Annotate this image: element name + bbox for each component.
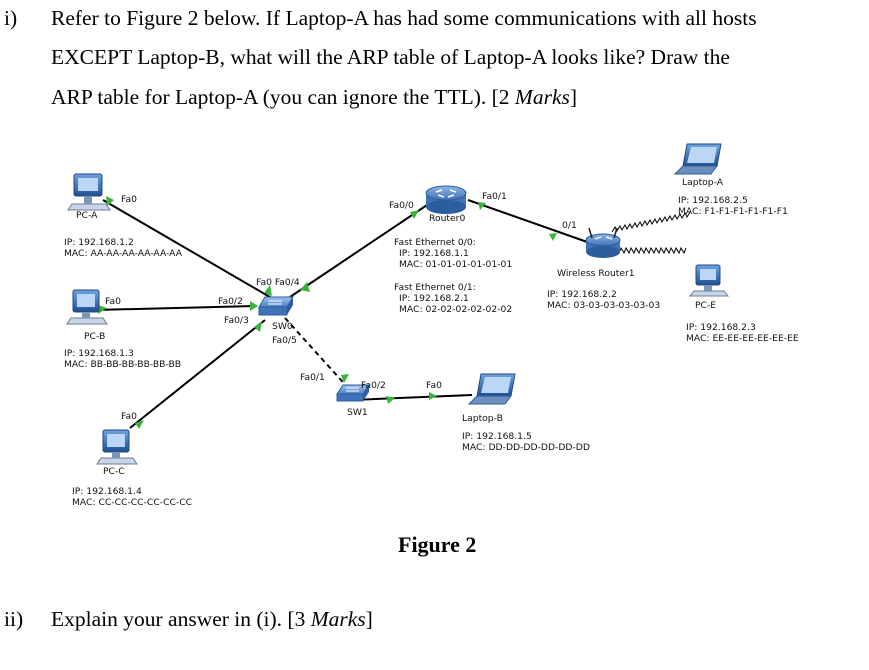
arrow-sw0-fa0 xyxy=(264,285,272,296)
arrow-sw1-fa01 xyxy=(341,374,349,383)
pc-a-icon[interactable] xyxy=(67,173,111,211)
pc-c-port-label: Fa0 xyxy=(121,411,137,422)
pc-b-mac: MAC: BB-BB-BB-BB-BB-BB xyxy=(64,359,182,370)
pc-e-icon[interactable] xyxy=(688,264,730,297)
pc-e-ip: IP: 192.168.2.3 xyxy=(686,322,756,333)
question-ii-marks-word: Marks xyxy=(310,607,366,631)
laptop-a-name: Laptop-A xyxy=(682,177,724,188)
sw0-name: SW0 xyxy=(272,321,293,332)
sw1-icon[interactable] xyxy=(336,384,370,402)
router0-fe0-ip: IP: 192.168.1.1 xyxy=(399,248,469,259)
question-i-number: i) xyxy=(4,6,18,30)
sw0-fa02-label: Fa0/2 xyxy=(218,296,243,307)
link-sw0-sw1 xyxy=(284,317,351,391)
arrow-sw0-fa04 xyxy=(300,282,310,292)
router0-fa00-label: Fa0/0 xyxy=(389,200,414,211)
pc-b-name: PC-B xyxy=(84,331,106,342)
wireless-router-ip: IP: 192.168.2.2 xyxy=(547,289,617,300)
link-sw0-router0 xyxy=(289,202,431,298)
wireless-link-pc-e xyxy=(613,246,687,255)
wireless-router-name: Wireless Router1 xyxy=(557,268,635,279)
pc-a-mac: MAC: AA-AA-AA-AA-AA-AA xyxy=(64,248,182,259)
pc-e-mac: MAC: EE-EE-EE-EE-EE-EE xyxy=(686,333,799,344)
router0-fe0-title: Fast Ethernet 0/0: xyxy=(394,237,476,248)
question-i-line-2: EXCEPT Laptop-B, what will the ARP table… xyxy=(51,45,730,69)
question-i-line-1: Refer to Figure 2 below. If Laptop-A has… xyxy=(51,6,757,30)
laptop-b-port-label: Fa0 xyxy=(426,380,442,391)
figure-caption: Figure 2 xyxy=(398,532,477,557)
router0-fa01-label: Fa0/1 xyxy=(482,191,507,202)
wireless-link-laptop-a xyxy=(611,211,691,233)
arrow-sw0-fa03 xyxy=(254,321,262,332)
laptop-b-name: Laptop-B xyxy=(462,413,503,424)
link-sw1-laptop-b xyxy=(351,394,473,401)
laptop-a-ip: IP: 192.168.2.5 xyxy=(678,195,748,206)
question-i-line-3: ARP table for Laptop-A (you can ignore t… xyxy=(51,85,578,109)
router0-icon[interactable] xyxy=(425,185,467,214)
arrow-pc-b xyxy=(98,305,107,314)
question-i-line-3-text: ARP table for Laptop-A (you can ignore t… xyxy=(51,85,515,109)
pc-c-name: PC-C xyxy=(103,466,125,477)
link-pc-c-sw0 xyxy=(129,319,266,429)
arrow-router0-fa00 xyxy=(410,210,419,219)
link-pc-b-sw0 xyxy=(94,305,258,311)
wireless-links xyxy=(611,211,691,255)
pc-b-icon[interactable] xyxy=(66,289,108,325)
question-i-marks-word: Marks xyxy=(514,85,570,109)
wireless-router-mac: MAC: 03-03-03-03-03-03 xyxy=(547,300,661,311)
link-router0-wireless xyxy=(467,199,591,244)
arrow-router0-fa01 xyxy=(478,202,486,210)
sw0-top-ports: Fa0 Fa0/4 xyxy=(256,277,300,288)
wireless-router-icon[interactable] xyxy=(585,227,621,258)
sw1-name: SW1 xyxy=(347,407,368,418)
wireless-router-port-label: 0/1 xyxy=(562,220,577,231)
arrow-sw0-fa02 xyxy=(250,301,258,311)
question-ii-marks-close: ] xyxy=(365,607,373,631)
sw1-fa01-label: Fa0/1 xyxy=(300,372,325,383)
arrow-pc-c xyxy=(135,420,144,429)
pc-a-ip: IP: 192.168.1.2 xyxy=(64,237,134,248)
pc-c-ip: IP: 192.168.1.4 xyxy=(72,486,142,497)
laptop-b-icon[interactable] xyxy=(467,373,516,405)
sw1-fa02-label: Fa0/2 xyxy=(361,380,386,391)
router0-fe0-mac: MAC: 01-01-01-01-01-01 xyxy=(399,259,513,270)
question-ii-number: ii) xyxy=(4,607,24,631)
router0-fe1-ip: IP: 192.168.2.1 xyxy=(399,293,469,304)
sw0-fa05-label: Fa0/5 xyxy=(272,335,297,346)
arrow-pc-a xyxy=(106,196,114,206)
arrow-laptop-b xyxy=(429,392,437,400)
arrow-sw1-fa02 xyxy=(386,396,395,404)
link-status-arrows xyxy=(98,196,557,429)
pc-c-icon[interactable] xyxy=(96,429,138,465)
pc-b-port-label: Fa0 xyxy=(105,296,121,307)
router0-fe1-mac: MAC: 02-02-02-02-02-02 xyxy=(399,304,513,315)
question-ii-text: Explain your answer in (i). [3 xyxy=(51,607,311,631)
router0-name: Router0 xyxy=(429,213,466,224)
pc-b-ip: IP: 192.168.1.3 xyxy=(64,348,134,359)
sw0-fa03-label: Fa0/3 xyxy=(224,315,249,326)
laptop-b-mac: MAC: DD-DD-DD-DD-DD-DD xyxy=(462,442,590,453)
link-pc-a-sw0 xyxy=(102,199,276,301)
laptop-a-icon[interactable] xyxy=(673,143,722,175)
pc-a-name: PC-A xyxy=(76,210,98,221)
laptop-b-ip: IP: 192.168.1.5 xyxy=(462,431,532,442)
pc-a-port-label: Fa0 xyxy=(121,194,137,205)
sw0-icon[interactable] xyxy=(258,296,294,316)
network-links xyxy=(94,199,591,429)
question-ii-line: Explain your answer in (i). [3 Marks] xyxy=(51,607,373,631)
pc-e-name: PC-E xyxy=(695,300,717,311)
laptop-a-mac: MAC: F1-F1-F1-F1-F1-F1 xyxy=(678,206,788,217)
arrow-wireless-01 xyxy=(549,233,557,241)
pc-c-mac: MAC: CC-CC-CC-CC-CC-CC xyxy=(72,497,193,508)
question-i-marks-close: ] xyxy=(569,85,578,109)
router0-fe1-title: Fast Ethernet 0/1: xyxy=(394,282,476,293)
